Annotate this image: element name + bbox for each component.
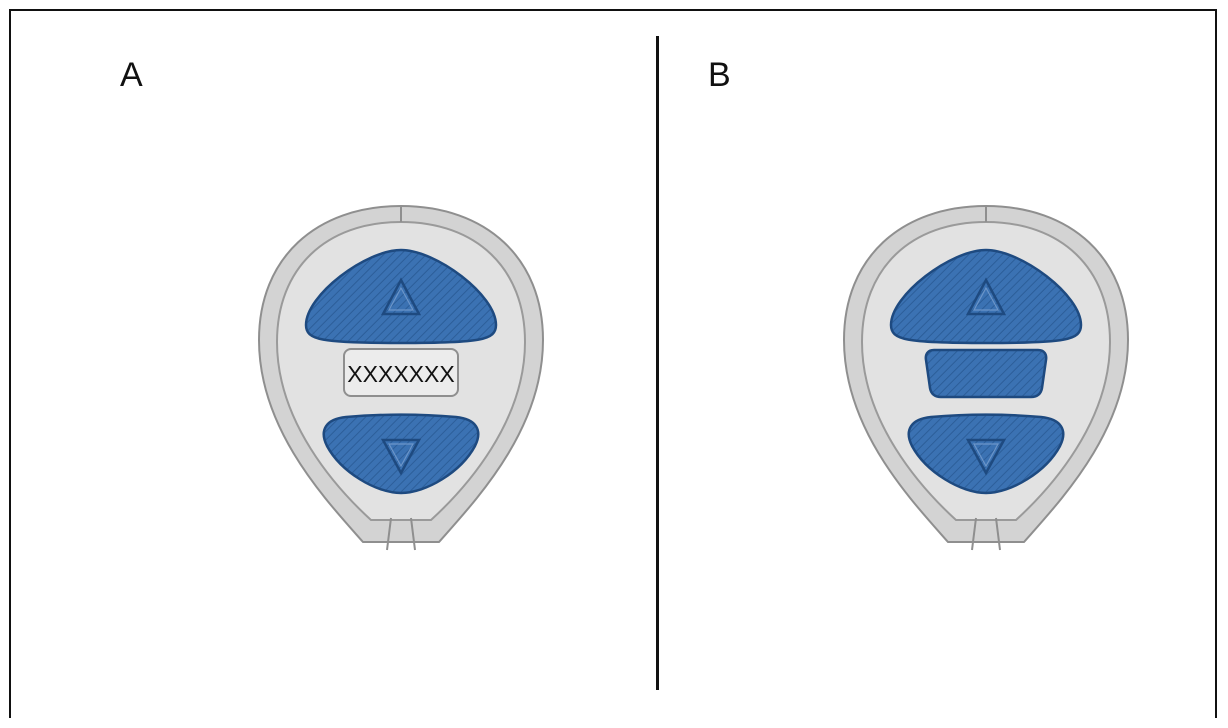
down-button[interactable] <box>907 413 1065 495</box>
bottom-tab <box>971 517 1001 551</box>
remote-a-drawing: XXXXXXX <box>257 204 545 551</box>
panel-divider <box>656 36 659 690</box>
down-triangle-icon <box>380 438 422 476</box>
down-button[interactable] <box>322 413 480 495</box>
up-triangle-icon <box>380 277 422 316</box>
lcd-display-text: XXXXXXX <box>347 361 454 387</box>
remote-b <box>836 200 1136 560</box>
middle-button[interactable] <box>924 348 1048 399</box>
bottom-tab <box>386 517 416 551</box>
remote-a: XXXXXXX <box>251 200 551 560</box>
up-triangle-icon <box>965 277 1007 316</box>
remote-b-drawing <box>842 204 1130 551</box>
lcd-display: XXXXXXX <box>343 348 459 397</box>
up-button[interactable] <box>889 248 1083 345</box>
up-button[interactable] <box>304 248 498 345</box>
panel-b-label: B <box>708 56 731 94</box>
down-triangle-icon <box>965 438 1007 476</box>
panel-a-label: A <box>120 56 143 94</box>
